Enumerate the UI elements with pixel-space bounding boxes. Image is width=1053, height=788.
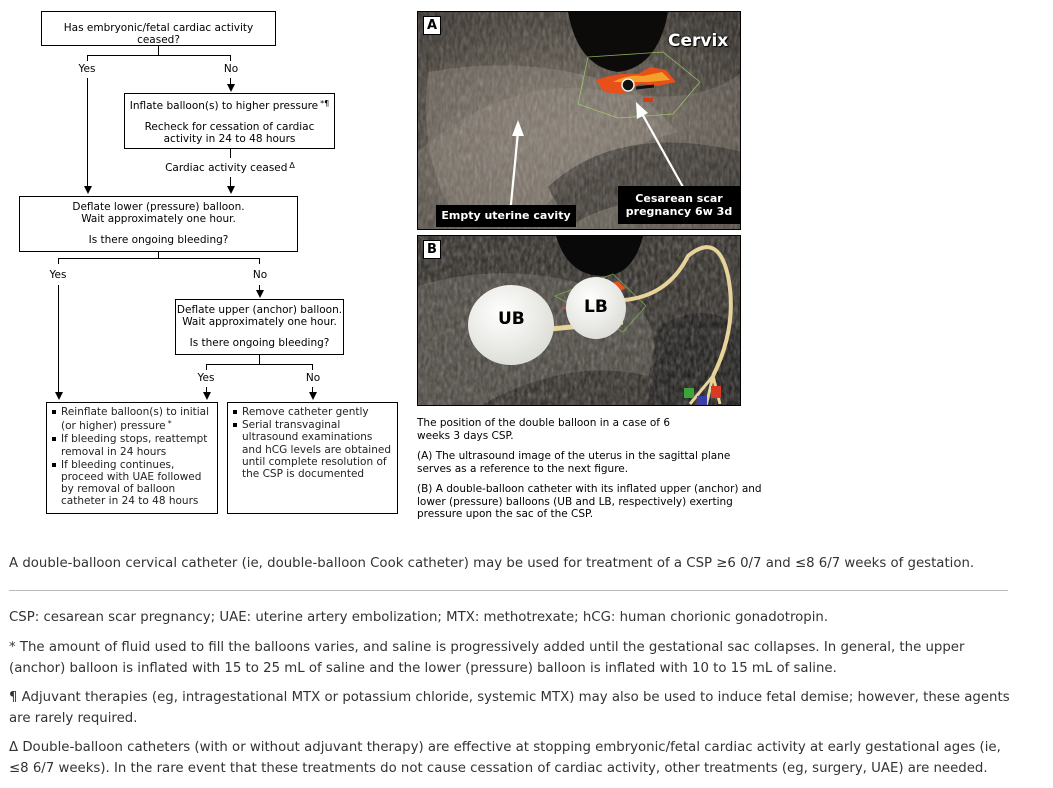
arrow-down-icon [202, 392, 211, 400]
footnote-delta: Δ Double-balloon catheters (with or with… [9, 740, 1001, 776]
branch-label-yes: Yes [197, 372, 215, 384]
bullet-text: If bleeding continues, proceed with UAE … [61, 458, 202, 508]
connector-line [230, 55, 231, 61]
flow-question: Is there ongoing bleeding? [88, 234, 229, 246]
bullet-text: Serial transvaginal ultrasound examinati… [242, 419, 391, 481]
summary-paragraph: A double-balloon cervical catheter (ie, … [9, 556, 975, 571]
caption-paragraph: (A) The ultrasound image of the uterus i… [417, 450, 731, 475]
connector-line [230, 177, 231, 186]
bullet-item: If bleeding continues, proceed with UAE … [51, 459, 213, 508]
connector-line [206, 364, 207, 370]
branch-label-yes: Yes [78, 63, 96, 75]
connector-line [230, 149, 231, 158]
ultrasound-image-a [418, 12, 740, 229]
connector-line [259, 285, 260, 290]
footnote-star: * The amount of fluid used to fill the b… [9, 640, 965, 676]
label-upper-balloon: UB [498, 309, 525, 329]
branch-label-yes: Yes [49, 269, 67, 281]
bullet-text: If bleeding stops, reattempt removal in … [61, 433, 208, 458]
summary-text: A double-balloon cervical catheter (ie, … [9, 553, 1019, 574]
flow-box-cardiac-question: Has embryonic/fetal cardiac activity cea… [41, 11, 276, 46]
footnote-pilcrow: ¶ Adjuvant therapies (eg, intragestation… [9, 690, 1010, 726]
ultrasound-panel-b: B UB LB [417, 235, 741, 406]
arrow-down-icon [255, 290, 264, 298]
flow-box-no-bleeding-actions: Remove catheter gently Serial transvagin… [227, 402, 398, 514]
bullet-item: If bleeding stops, reattempt removal in … [51, 433, 213, 458]
connector-line [230, 78, 231, 84]
connector-line [158, 252, 159, 258]
abbreviations: CSP: cesarean scar pregnancy; UAE: uteri… [9, 610, 829, 625]
caption-paragraph: The position of the double balloon in a … [417, 417, 671, 442]
flow-box-deflate-upper: Deflate upper (anchor) balloon.Wait appr… [175, 299, 344, 355]
flow-box-inflate: Inflate balloon(s) to higher pressure*¶ … [124, 93, 335, 149]
connector-line [58, 258, 59, 264]
flow-text: Deflate lower (pressure) balloon. [72, 201, 245, 213]
footnote-mark-delta: Δ [289, 161, 295, 170]
arrow-down-icon [54, 392, 63, 400]
flow-box-bleeding-actions: Reinflate balloon(s) to initial (or high… [46, 402, 218, 514]
footnote-marks: *¶ [320, 99, 330, 108]
connector-line [206, 387, 207, 392]
arrow-down-icon [226, 186, 235, 194]
flow-text: Wait approximately one hour. [81, 213, 236, 225]
bullet-item: Serial transvaginal ultrasound examinati… [232, 419, 393, 480]
flow-box-deflate-lower: Deflate lower (pressure) balloon.Wait ap… [19, 196, 298, 252]
label-line: pregnancy 6w 3d [625, 205, 733, 218]
cardiac-ceased-text: Cardiac activity ceased [165, 162, 288, 174]
branch-label-no: No [305, 372, 321, 384]
connector-line [259, 355, 260, 364]
arrow-down-icon [83, 186, 92, 194]
branch-label-no: No [223, 63, 239, 75]
flow-question: Is there ongoing bleeding? [189, 337, 330, 349]
connector-line [312, 387, 313, 392]
panel-tag-b: B [423, 240, 441, 259]
figure-caption: The position of the double balloon in a … [417, 417, 767, 529]
label-line: Cesarean scar [635, 192, 723, 205]
bullet-text: Reinflate balloon(s) to initial (or high… [61, 406, 210, 433]
footnote-mark: * [167, 419, 172, 429]
connector-line [158, 46, 159, 55]
ultrasound-image-b [418, 236, 740, 405]
connector-line [87, 55, 88, 61]
label-lower-balloon: LB [584, 297, 608, 317]
connector-line [87, 78, 88, 186]
arrow-down-icon [226, 84, 235, 92]
footnotes: CSP: cesarean scar pregnancy; UAE: uteri… [9, 607, 1019, 779]
bullet-text: Remove catheter gently [242, 406, 369, 418]
flow-text: Has embryonic/fetal cardiac activity cea… [63, 22, 254, 46]
panel-tag-a: A [423, 16, 441, 35]
connector-line [58, 258, 260, 259]
arrow-down-icon [308, 392, 317, 400]
connector-line [206, 364, 313, 365]
divider [9, 590, 1008, 591]
label-empty-uterine-cavity: Empty uterine cavity [436, 205, 576, 227]
bullet-item: Remove catheter gently [232, 406, 393, 418]
connector-line [58, 285, 59, 392]
bullet-item: Reinflate balloon(s) to initial (or high… [51, 406, 213, 432]
flow-text: Deflate upper (anchor) balloon. [176, 304, 343, 316]
caption-paragraph: (B) A double-balloon catheter with its i… [417, 483, 762, 520]
branch-label-no: No [252, 269, 268, 281]
flow-text: Wait approximately one hour. [182, 316, 337, 328]
ultrasound-panel-a: A Cervix Empty uterine cavity Cesarean s… [417, 11, 741, 230]
flow-text: Recheck for cessation of cardiac activit… [144, 121, 315, 145]
flow-text: Inflate balloon(s) to higher pressure [129, 100, 319, 112]
label-cervix: Cervix [668, 31, 729, 51]
label-cesarean-scar-pregnancy: Cesarean scar pregnancy 6w 3d [618, 186, 740, 224]
connector-line [259, 258, 260, 264]
connector-line [87, 55, 231, 56]
connector-line [312, 364, 313, 370]
